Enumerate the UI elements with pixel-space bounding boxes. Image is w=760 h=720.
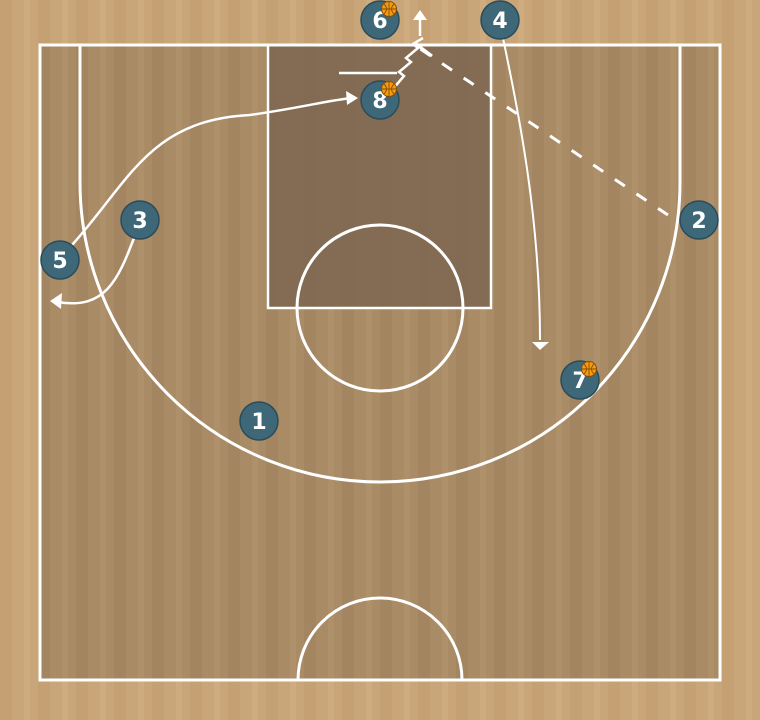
player-2: 2 xyxy=(679,200,719,240)
cut-5-to-8 xyxy=(71,96,353,246)
players-layer: 1 2 3 4 5 6 7 8 xyxy=(40,0,719,441)
player-3: 3 xyxy=(120,200,160,240)
player-4: 4 xyxy=(480,0,520,40)
free-throw-circle xyxy=(295,223,465,393)
basketball-seams xyxy=(382,2,396,16)
dribble-8-to-6 xyxy=(391,36,424,91)
arrowhead-cut-4 xyxy=(532,342,549,350)
player-number: 3 xyxy=(132,209,147,234)
player-number: 7 xyxy=(572,369,587,394)
player-marker xyxy=(480,0,520,40)
player-marker xyxy=(239,401,279,441)
arrowhead-cut-3 xyxy=(50,293,62,309)
center-circle xyxy=(296,596,464,681)
key-lane xyxy=(266,43,493,310)
basketball-seams xyxy=(382,82,396,96)
arrowhead-handoff xyxy=(413,10,427,20)
player-number: 1 xyxy=(251,410,266,435)
player-1: 1 xyxy=(239,401,279,441)
screen-bar xyxy=(415,42,433,58)
cut-3-to-corner xyxy=(57,237,136,305)
player-number: 6 xyxy=(372,9,387,34)
player-5: 5 xyxy=(40,240,80,280)
player-marker xyxy=(40,240,80,280)
three-point-line xyxy=(78,45,682,484)
court-lines xyxy=(38,43,722,682)
player-number: 8 xyxy=(372,89,387,114)
player-marker xyxy=(679,200,719,240)
player-number: 4 xyxy=(492,9,507,34)
player-8: 8 xyxy=(360,80,400,120)
player-number: 2 xyxy=(691,209,706,234)
arrowhead-cut-5 xyxy=(346,91,358,105)
basketball-seams xyxy=(582,362,596,376)
cut-4-to-wing xyxy=(502,37,541,341)
player-7: 7 xyxy=(560,360,600,400)
player-number: 5 xyxy=(52,249,67,274)
player-6: 6 xyxy=(360,0,400,40)
player-marker xyxy=(120,200,160,240)
play-actions xyxy=(50,10,669,350)
